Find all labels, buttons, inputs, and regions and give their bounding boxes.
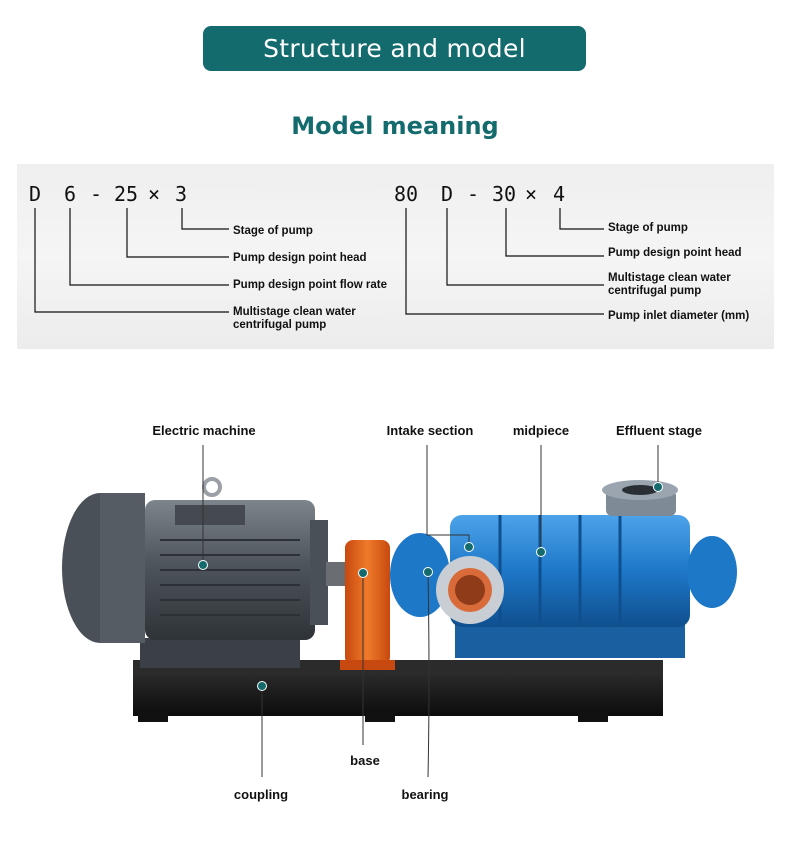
right-code-stage: 4: [553, 182, 565, 206]
right-code-letter: D: [441, 182, 453, 206]
right-model-code: 80 D - 30 × 4: [394, 182, 565, 206]
left-label-type-line1: Multistage clean water: [233, 306, 356, 318]
right-label-head: Pump design point head: [608, 247, 742, 259]
label-base: base: [350, 753, 380, 768]
left-label-flow: Pump design point flow rate: [233, 279, 387, 291]
multistage-pump: [390, 480, 737, 658]
left-code-dash: -: [90, 182, 102, 206]
electric-motor: [62, 477, 356, 668]
section-banner: Structure and model: [203, 26, 586, 71]
left-code-stage: 3: [175, 182, 187, 206]
callout-dots: [198, 482, 663, 691]
right-leader-lines: [405, 208, 604, 315]
left-code-flow: 6: [64, 182, 76, 206]
left-model-code: D 6 - 25 × 3: [29, 182, 187, 206]
left-label-type-line2: centrifugal pump: [233, 319, 326, 331]
model-meaning-panel: D 6 - 25 × 3 Stage of pump Pump design p…: [17, 164, 774, 349]
label-intake-section: Intake section: [387, 423, 474, 438]
right-code-times: ×: [525, 182, 537, 206]
left-leader-lines: [34, 208, 229, 313]
right-label-type-line1: Multistage clean water: [608, 272, 731, 284]
right-label-stage: Stage of pump: [608, 222, 688, 234]
left-label-head: Pump design point head: [233, 252, 367, 264]
left-code-head: 25: [114, 182, 138, 206]
label-electric-machine: Electric machine: [152, 423, 255, 438]
left-label-stage: Stage of pump: [233, 225, 313, 237]
model-meaning-heading: Model meaning: [291, 112, 499, 140]
left-code-times: ×: [148, 182, 160, 206]
callout-lines: [202, 445, 659, 778]
left-code-letter: D: [29, 182, 41, 206]
label-effluent-stage: Effluent stage: [616, 423, 702, 438]
model-code-diagram: D 6 - 25 × 3 Stage of pump Pump design p…: [29, 182, 749, 331]
right-code-head: 30: [492, 182, 516, 206]
coupling-guard: [340, 540, 395, 670]
label-coupling: coupling: [234, 787, 288, 802]
right-code-inlet: 80: [394, 182, 418, 206]
right-label-type-line2: centrifugal pump: [608, 285, 701, 297]
right-code-dash: -: [467, 182, 479, 206]
label-bearing: bearing: [402, 787, 449, 802]
right-label-inlet: Pump inlet diameter (mm): [608, 310, 749, 322]
pump-illustration: Electric machine Intake section midpiece…: [62, 423, 737, 802]
base-frame: [133, 660, 663, 722]
label-midpiece: midpiece: [513, 423, 569, 438]
banner-title: Structure and model: [263, 34, 526, 63]
